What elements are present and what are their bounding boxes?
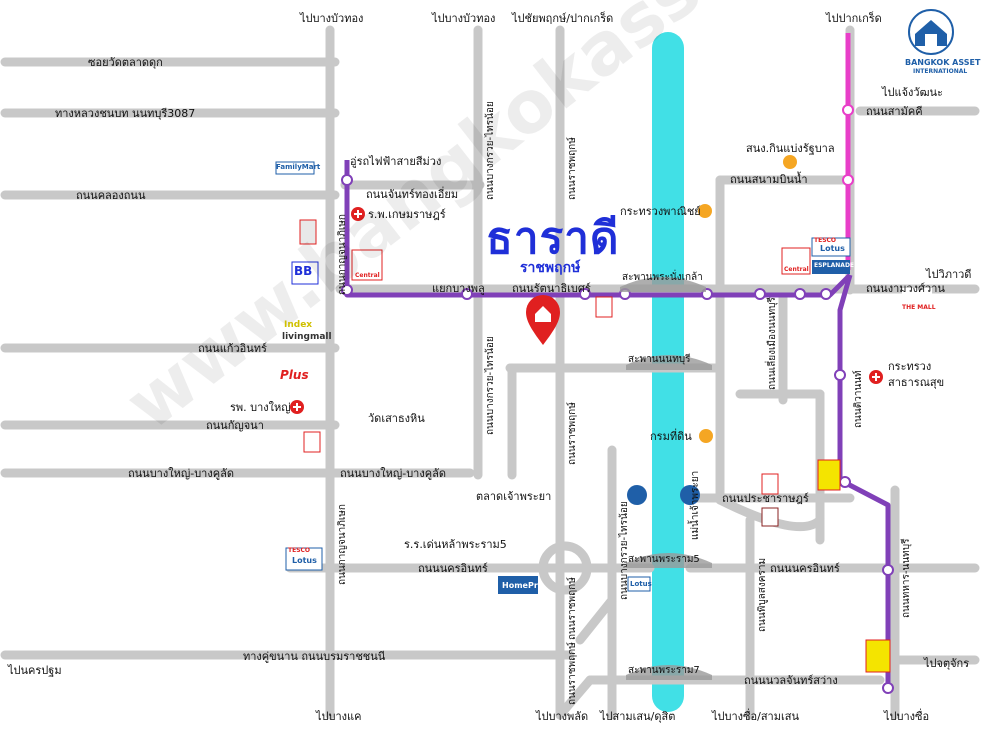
road-pracharat: ถนนประชาราษฎร์: [722, 492, 809, 505]
pink-line-stations: [842, 104, 854, 186]
road-liang-mueang: ถนนเลี่ยงเมืองนนทบุรี: [767, 297, 778, 390]
road-bangkruai-sainoi-2: ถนนบางกรวย-ไทรน้อย: [485, 336, 496, 435]
place-dental-school: ร.ร.เด่นหล้าพระราม5: [404, 538, 507, 551]
brand-tesco-1: TESCO: [814, 237, 837, 244]
road-khlong-thanon: ถนนคลองถนน: [76, 189, 146, 202]
road-yaek-bang-phlu: แยกบางพลู: [432, 282, 485, 295]
dir-bangsue: ไปบางซื่อ: [884, 710, 930, 723]
bridges: [620, 277, 712, 680]
place-wat-laoson: วัดเสาธงหิน: [368, 412, 425, 425]
brand-lotus-1: Lotus: [820, 244, 845, 253]
road-nuanchan: ถนนนวลจันทร์สว่าง: [744, 674, 838, 687]
brand-lotus-3: Lotus: [630, 580, 652, 588]
road-borommaratchachonnani: ทางคู่ขนาน ถนนบรมราชชนนี: [243, 650, 386, 663]
place-bangyai-hospital: รพ. บางใหญ่: [230, 401, 291, 414]
dir-bangphlat: ไปบางพลัด: [536, 710, 589, 723]
road-ratchaphruek-2: ถนนราชพฤกษ์: [567, 402, 578, 465]
brand-bb: BB: [294, 264, 313, 278]
road-bangkruai-sainoi-1: ถนนบางกรวย-ไทรน้อย: [485, 101, 496, 200]
bridge-phranangklao: สะพานพระนั่งเกล้า: [622, 272, 703, 283]
road-rural-3087: ทางหลวงชนบท นนทบุรี3087: [55, 107, 196, 120]
road-nakhon-in-left: ถนนนครอินทร์: [418, 562, 488, 575]
dir-chatuchak: ไปจตุจักร: [924, 657, 970, 670]
brand-index: Index: [284, 320, 313, 330]
place-purple-line-depot: อู่รถไฟฟ้าสายสีม่วง: [350, 155, 442, 168]
road-ngam-wong-wan: ถนนงามวงศ์วาน: [866, 282, 945, 295]
brand-homepro: HomePro: [502, 581, 544, 590]
place-ministry-health-1: กระทรวง: [888, 360, 932, 373]
brand-familymart: FamilyMart: [276, 163, 321, 171]
roundabout: [538, 541, 592, 595]
road-sanambinnam: ถนนสนามบินน้ำ: [730, 173, 808, 186]
road-samakkhi: ถนนสามัคคี: [866, 105, 923, 118]
road-rattanathibet: ถนนรัตนาธิเบศร์: [512, 282, 591, 295]
brand-esplanade: ESPLANADE: [814, 262, 855, 269]
brand-central-1: Central: [355, 272, 380, 279]
dir-top-mid: ไปบางบัวทอง: [432, 12, 496, 25]
brand-the-mall: THE MALL: [902, 304, 936, 311]
hospital-icons: [290, 207, 883, 414]
road-kaew-in: ถนนแก้วอินทร์: [198, 342, 267, 355]
road-nakhon-in-right: ถนนนครอินทร์: [770, 562, 840, 575]
road-ratchaphruek-3: ถนนราชพฤกษ์: [567, 642, 578, 705]
place-ministry-commerce: กระทรวงพาณิชย์: [620, 205, 701, 218]
road-chan-thong-iam: ถนนจันทร์ทองเอี่ยม: [366, 188, 459, 201]
road-kanchana: ถนนกัญจนา: [206, 419, 264, 432]
dir-top-right: ไปปากเกร็ด: [826, 12, 882, 25]
location-pin-icon: [526, 295, 560, 345]
bridge-nonthaburi: สะพานนนทบุรี: [628, 354, 691, 365]
project-title: ธาราดี: [486, 213, 620, 264]
brand-livingmall: livingmall: [282, 332, 332, 342]
bangkok-asset-logo-icon: [908, 9, 954, 55]
brand-plus: Plus: [280, 368, 309, 382]
road-soi-wat-taladud: ซอยวัดตลาดดุก: [88, 56, 163, 69]
road-kanchanaphisek-2: ถนนกาญจนาภิเษก: [337, 504, 348, 585]
dir-chaengwattana: ไปแจ้งวัฒนะ: [882, 86, 943, 99]
logo-line1: BANGKOK ASSET: [905, 58, 981, 67]
bridge-phraram7: สะพานพระราม7: [628, 665, 700, 676]
dir-top-left: ไปบางบัวทอง: [300, 12, 364, 25]
dir-bangkhae: ไปบางแค: [316, 710, 362, 723]
road-bangyai-mid: ถนนบางใหญ่-บางคูลัด: [340, 467, 446, 480]
place-land-dept: กรมที่ดิน: [650, 430, 692, 443]
brand-tesco-2: TESCO: [288, 547, 311, 554]
logo-line2: INTERNATIONAL: [913, 68, 968, 75]
road-phibulsongkhram: ถนนพิบูลสงคราม: [757, 557, 768, 632]
bridge-phraram5: สะพานพระราม5: [628, 554, 700, 565]
poi-orange-dots: [698, 155, 797, 443]
road-kanchanaphisek-1: ถนนกาญจนาภิเษก: [337, 214, 348, 295]
dir-bangsue-samsen: ไปบางซื่อ/สามเสน: [712, 710, 799, 723]
ferry-icons: [627, 485, 700, 505]
dir-nakhonpathom: ไปนครปฐม: [8, 664, 62, 677]
place-kasemrad: ร.พ.เกษมราษฎร์: [368, 208, 446, 221]
road-bangyai-left: ถนนบางใหญ่-บางคูลัด: [128, 467, 234, 480]
road-thaharn: ถนนทหาร-นนทบุรี: [901, 538, 912, 619]
road-ratchaphruek-4: ถนนราชพฤกษ์: [567, 577, 578, 640]
brand-tiles: [275, 161, 932, 673]
river-label: แม่น้ำเจ้าพระยา: [690, 470, 701, 540]
dir-top-chaiyapruek: ไปชัยพฤกษ์/ปากเกร็ด: [512, 12, 614, 25]
place-ministry-health-2: สาธารณสุข: [888, 376, 945, 389]
dir-vibhavadi: ไปวิภาวดี: [926, 268, 972, 281]
roads: [0, 25, 980, 720]
road-ratchaphruek-1: ถนนราชพฤกษ์: [567, 137, 578, 200]
place-lottery-office: สนง.กินแบ่งรัฐบาล: [746, 142, 835, 155]
place-market: ตลาดเจ้าพระยา: [476, 490, 552, 503]
dir-samsen-dusit: ไปสามเสน/ดุสิต: [600, 710, 676, 723]
brand-central-2: Central: [784, 266, 809, 273]
project-location: ราชพฤกษ์: [520, 260, 581, 276]
road-tiwanon: ถนนติวานนท์: [853, 370, 864, 428]
brand-lotus-2: Lotus: [292, 556, 317, 565]
